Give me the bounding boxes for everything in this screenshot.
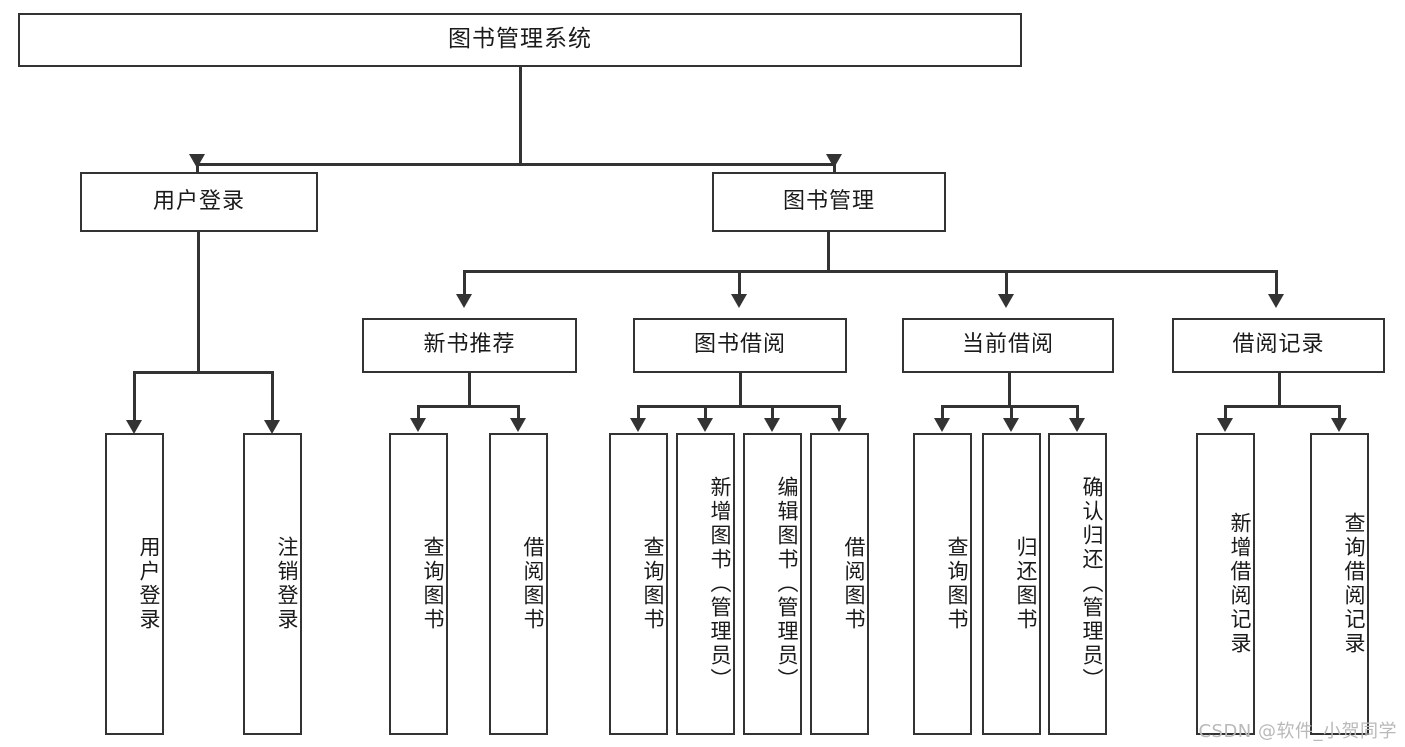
connector-book-management-stem xyxy=(827,232,830,272)
leaf-cb-query-book[interactable]: 查询图书 xyxy=(913,433,972,735)
node-label: 确认归还（管理员） xyxy=(1080,476,1104,692)
node-label: 查询借阅记录 xyxy=(1342,512,1366,656)
arrowhead-leaf-user-login-1 xyxy=(126,420,142,434)
node-label: 新增借阅记录 xyxy=(1228,512,1252,656)
node-user-login[interactable]: 用户登录 xyxy=(80,172,318,232)
connector-level2-bus xyxy=(463,270,1278,273)
node-root-book-management-system[interactable]: 图书管理系统 xyxy=(18,13,1022,67)
leaf-user-login[interactable]: 用户登录 xyxy=(105,433,164,735)
leaf-br-add-record[interactable]: 新增借阅记录 xyxy=(1196,433,1255,735)
connector-user-login-branch-2 xyxy=(271,371,274,427)
arrowhead-leaf-bb-2 xyxy=(697,418,713,432)
connector-nbr-branch-1 xyxy=(417,405,420,425)
node-label: 借阅记录 xyxy=(1232,332,1325,358)
arrowhead-leaf-cb-3 xyxy=(1069,418,1085,432)
arrowhead-leaf-br-2 xyxy=(1331,418,1347,432)
leaf-cb-confirm-return-admin[interactable]: 确认归还（管理员） xyxy=(1048,433,1107,735)
connector-cb-branch-2 xyxy=(1010,405,1013,425)
connector-br-branch-1 xyxy=(1224,405,1227,425)
node-label: 查询图书 xyxy=(641,536,665,632)
arrowhead-user-login xyxy=(189,154,205,168)
node-label: 图书管理 xyxy=(782,188,875,214)
connector-bb-branch-4 xyxy=(838,405,841,425)
node-label: 新书推荐 xyxy=(423,332,516,358)
connector-br-branch-2 xyxy=(1338,405,1341,425)
node-book-borrow[interactable]: 图书借阅 xyxy=(633,318,847,373)
arrowhead-leaf-user-login-2 xyxy=(264,420,280,434)
connector-user-login-stem xyxy=(197,232,200,373)
leaf-nbr-borrow-book[interactable]: 借阅图书 xyxy=(489,433,548,735)
node-new-book-recommend[interactable]: 新书推荐 xyxy=(362,318,577,373)
connector-root-stem xyxy=(519,67,522,165)
arrowhead-leaf-nbr-1 xyxy=(410,418,426,432)
connector-user-login-branch-1 xyxy=(133,371,136,427)
node-label: 借阅图书 xyxy=(521,536,545,632)
leaf-bb-edit-book-admin[interactable]: 编辑图书（管理员） xyxy=(743,433,802,735)
leaf-bb-query-book[interactable]: 查询图书 xyxy=(609,433,668,735)
connector-root-bus xyxy=(196,163,836,166)
node-label: 新增图书（管理员） xyxy=(708,476,732,692)
node-label: 借阅图书 xyxy=(842,536,866,632)
arrowhead-leaf-nbr-2 xyxy=(510,418,526,432)
arrowhead-book-borrow xyxy=(731,294,747,308)
arrowhead-current-borrow xyxy=(998,294,1014,308)
connector-to-new-book-recommend xyxy=(463,270,466,300)
arrowhead-leaf-bb-3 xyxy=(764,418,780,432)
connector-to-book-borrow xyxy=(738,270,741,300)
connector-book-borrow-stem xyxy=(739,373,742,407)
connector-nbr-branch-2 xyxy=(517,405,520,425)
arrowhead-leaf-bb-4 xyxy=(831,418,847,432)
leaf-logout[interactable]: 注销登录 xyxy=(243,433,302,735)
node-book-management[interactable]: 图书管理 xyxy=(712,172,946,232)
csdn-watermark: CSDN @软件_小贺同学 xyxy=(1198,721,1397,742)
arrowhead-leaf-cb-2 xyxy=(1003,418,1019,432)
node-label: 图书借阅 xyxy=(693,332,786,358)
connector-bb-branch-1 xyxy=(637,405,640,425)
connector-new-book-recommend-bus xyxy=(417,405,520,408)
node-label: 注销登录 xyxy=(275,536,299,632)
connector-bb-branch-3 xyxy=(771,405,774,425)
leaf-bb-borrow-book[interactable]: 借阅图书 xyxy=(810,433,869,735)
connector-borrow-record-stem xyxy=(1278,373,1281,407)
arrowhead-leaf-cb-1 xyxy=(934,418,950,432)
node-label: 用户登录 xyxy=(152,188,245,214)
connector-bb-branch-2 xyxy=(704,405,707,425)
node-borrow-record[interactable]: 借阅记录 xyxy=(1172,318,1385,373)
arrowhead-book-management xyxy=(826,154,842,168)
leaf-bb-add-book-admin[interactable]: 新增图书（管理员） xyxy=(676,433,735,735)
connector-to-current-borrow xyxy=(1005,270,1008,300)
node-label: 用户登录 xyxy=(137,536,161,632)
connector-cb-branch-3 xyxy=(1076,405,1079,425)
node-label: 查询图书 xyxy=(945,536,969,632)
connector-book-borrow-bus xyxy=(637,405,841,408)
arrowhead-leaf-bb-1 xyxy=(630,418,646,432)
arrowhead-borrow-record xyxy=(1268,294,1284,308)
arrowhead-leaf-br-1 xyxy=(1217,418,1233,432)
leaf-nbr-query-book[interactable]: 查询图书 xyxy=(389,433,448,735)
node-label: 图书管理系统 xyxy=(448,26,592,53)
node-label: 编辑图书（管理员） xyxy=(775,476,799,692)
arrowhead-new-book-recommend xyxy=(456,294,472,308)
connector-current-borrow-stem xyxy=(1008,373,1011,407)
leaf-cb-return-book[interactable]: 归还图书 xyxy=(982,433,1041,735)
node-label: 归还图书 xyxy=(1014,536,1038,632)
leaf-br-query-record[interactable]: 查询借阅记录 xyxy=(1310,433,1369,735)
node-label: 查询图书 xyxy=(421,536,445,632)
connector-borrow-record-bus xyxy=(1224,405,1341,408)
connector-to-borrow-record xyxy=(1275,270,1278,300)
node-label: 当前借阅 xyxy=(961,332,1054,358)
connector-user-login-bus xyxy=(133,371,273,374)
connector-new-book-recommend-stem xyxy=(468,373,471,407)
node-current-borrow[interactable]: 当前借阅 xyxy=(902,318,1114,373)
connector-cb-branch-1 xyxy=(941,405,944,425)
